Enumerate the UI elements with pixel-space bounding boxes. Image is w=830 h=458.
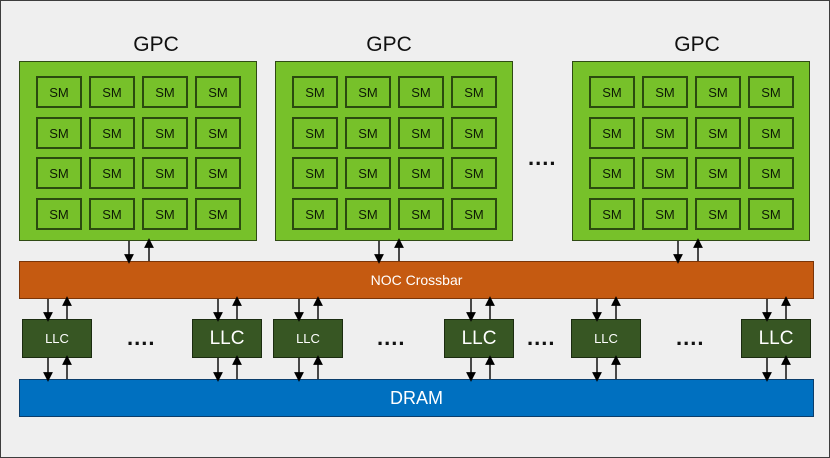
sm-unit: SM: [398, 117, 444, 149]
sm-unit: SM: [589, 117, 635, 149]
sm-unit: SM: [292, 198, 338, 230]
llc-block: LLC: [22, 319, 92, 358]
sm-unit: SM: [589, 157, 635, 189]
sm-unit: SM: [398, 76, 444, 108]
sm-unit: SM: [451, 76, 497, 108]
sm-unit: SM: [195, 198, 241, 230]
sm-unit: SM: [142, 198, 188, 230]
sm-unit: SM: [695, 198, 741, 230]
sm-unit: SM: [642, 76, 688, 108]
sm-unit: SM: [451, 117, 497, 149]
sm-unit: SM: [642, 198, 688, 230]
sm-unit: SM: [589, 198, 635, 230]
sm-unit: SM: [142, 157, 188, 189]
dram-block: DRAM: [19, 379, 814, 417]
llc-block: LLC: [741, 319, 811, 358]
sm-unit: SM: [36, 117, 82, 149]
llc-block: LLC: [444, 319, 514, 358]
sm-unit: SM: [345, 117, 391, 149]
sm-unit: SM: [195, 157, 241, 189]
gpc-ellipsis: ....: [528, 145, 557, 170]
llc-block: LLC: [192, 319, 262, 358]
sm-unit: SM: [642, 157, 688, 189]
sm-unit: SM: [748, 157, 794, 189]
llc-block: LLC: [571, 319, 641, 358]
gpc-title: GPC: [133, 33, 179, 56]
sm-unit: SM: [89, 157, 135, 189]
sm-unit: SM: [36, 76, 82, 108]
sm-unit: SM: [589, 76, 635, 108]
llc-block: LLC: [273, 319, 343, 358]
sm-unit: SM: [451, 157, 497, 189]
sm-unit: SM: [695, 76, 741, 108]
sm-unit: SM: [36, 157, 82, 189]
sm-unit: SM: [748, 76, 794, 108]
sm-unit: SM: [451, 198, 497, 230]
sm-unit: SM: [345, 198, 391, 230]
llc-ellipsis: ....: [527, 325, 556, 350]
noc-crossbar: NOC Crossbar: [19, 261, 814, 299]
sm-unit: SM: [695, 157, 741, 189]
sm-unit: SM: [398, 157, 444, 189]
sm-unit: SM: [345, 157, 391, 189]
sm-unit: SM: [195, 76, 241, 108]
gpc-title: GPC: [366, 33, 412, 56]
gpc-title: GPC: [674, 33, 720, 56]
sm-unit: SM: [292, 76, 338, 108]
sm-unit: SM: [398, 198, 444, 230]
sm-unit: SM: [292, 157, 338, 189]
sm-unit: SM: [89, 76, 135, 108]
sm-unit: SM: [89, 198, 135, 230]
sm-unit: SM: [748, 117, 794, 149]
sm-unit: SM: [642, 117, 688, 149]
sm-unit: SM: [195, 117, 241, 149]
llc-ellipsis: ....: [377, 325, 406, 350]
sm-unit: SM: [748, 198, 794, 230]
sm-unit: SM: [142, 117, 188, 149]
sm-unit: SM: [695, 117, 741, 149]
llc-ellipsis: ....: [127, 325, 156, 350]
sm-unit: SM: [292, 117, 338, 149]
llc-ellipsis: ....: [676, 325, 705, 350]
sm-unit: SM: [36, 198, 82, 230]
sm-unit: SM: [89, 117, 135, 149]
sm-unit: SM: [142, 76, 188, 108]
sm-unit: SM: [345, 76, 391, 108]
